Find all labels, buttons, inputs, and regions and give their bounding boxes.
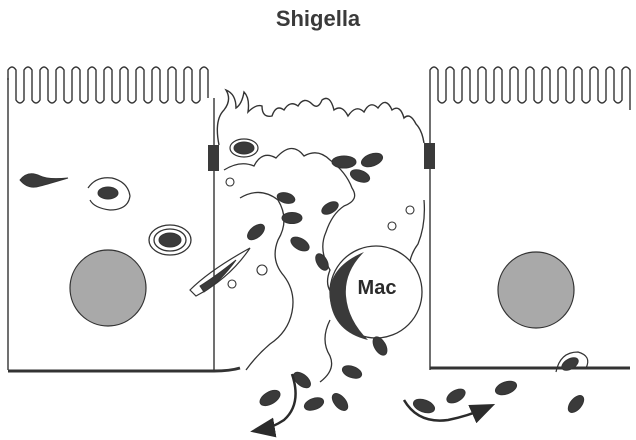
bacterium-protrusion [190, 248, 250, 296]
bacterium-m-cell-1 [332, 156, 356, 168]
bacterium-m-cell-9 [313, 252, 331, 273]
bacterium-m-cell-8 [289, 234, 312, 254]
bacterium-double-membrane [149, 225, 191, 255]
bacterium-lamina-8 [494, 379, 519, 398]
right-cell-microvilli [430, 67, 630, 110]
bacterium-lamina-1 [257, 387, 282, 408]
bacterium-lamina-4 [329, 391, 350, 413]
bacterium-m-cell-7 [245, 221, 267, 242]
right-epithelial-cell [430, 67, 630, 370]
bacterium-lamina-7 [445, 386, 468, 406]
bacterium-basolateral-entry [556, 352, 588, 373]
bacterium-lamina-5 [341, 363, 364, 380]
bacterium-in-vacuole [88, 178, 130, 210]
tight-junction-right [424, 143, 435, 169]
bacterium-m-cell-6 [320, 199, 341, 217]
bacterium-m-cell-5 [282, 213, 302, 224]
left-cell-nucleus [70, 250, 146, 326]
bacterium-lamina-3 [303, 395, 326, 412]
bacterium-m-cell-2 [360, 151, 385, 170]
left-epithelial-cell [8, 67, 214, 370]
m-cell-basal-extension [320, 320, 332, 382]
macrophage-label: Mac [347, 277, 407, 300]
left-cell-microvilli [8, 67, 208, 103]
bacterium-m-cell-3 [349, 167, 372, 184]
m-cell-apical-ruffles [217, 90, 424, 145]
bacterium-apical-vacuole [230, 139, 258, 157]
basement-membrane [8, 368, 630, 371]
bacterium-comet-tail [20, 174, 68, 187]
tight-junction-left [208, 145, 219, 171]
bacterium-lamina-9 [565, 393, 586, 415]
right-cell-nucleus [498, 252, 574, 328]
